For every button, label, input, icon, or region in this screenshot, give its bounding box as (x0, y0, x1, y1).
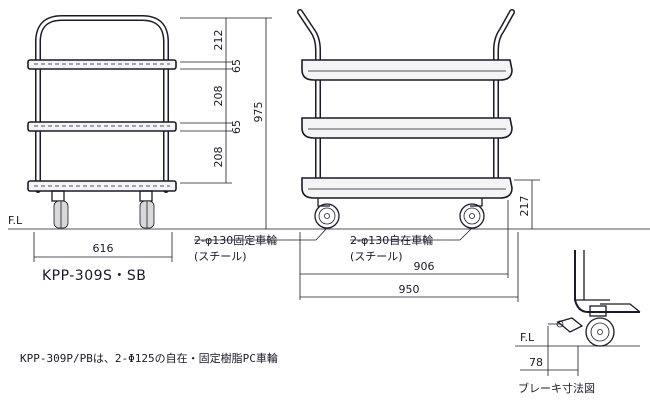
inner-length-value: 906 (414, 260, 435, 273)
height-dim-1: 212 (212, 30, 225, 51)
swivel-caster-note: (スチール) (350, 250, 403, 263)
front-clearance-dimension: 217 (514, 179, 540, 229)
model-title: KPP-309S・SB (42, 268, 146, 284)
side-shelf-bottom (27, 180, 177, 192)
front-inner-length: 906 (299, 200, 509, 300)
height-dim-3: 208 (212, 86, 225, 107)
front-shelf-bottom (301, 177, 513, 199)
height-dim-5: 208 (212, 147, 225, 168)
side-handle-frame (35, 15, 169, 193)
front-caster-fixed (314, 198, 340, 229)
swivel-caster-callout: 2-φ130自在車輪 (スチール) (350, 227, 473, 263)
side-caster-right (139, 190, 155, 229)
clearance-value: 217 (518, 196, 531, 217)
side-shelf-middle (27, 121, 177, 132)
brake-caption: ブレーキ寸法図 (518, 381, 595, 395)
side-height-dimensions: 212 65 208 65 208 (180, 17, 243, 184)
front-total-length: 950 (300, 232, 519, 302)
fixed-caster-label: 2-φ130固定車輪 (194, 233, 277, 247)
width-value: 616 (93, 242, 114, 255)
front-view: 217 2-φ130固定車輪 (スチール) 2-φ130自在車輪 (スチール) … (194, 9, 540, 302)
side-width-dimension: 616 (33, 232, 173, 262)
total-height-value: 975 (252, 102, 265, 123)
brake-detail: F.L 78 ブレーキ寸法図 (515, 250, 641, 395)
swivel-caster-label: 2-φ130自在車輪 (350, 233, 433, 247)
floor-line: F.L (8, 214, 650, 230)
fixed-caster-callout: 2-φ130固定車輪 (スチール) (194, 227, 328, 263)
front-caster-swivel (459, 198, 485, 229)
front-post-right (493, 9, 515, 193)
front-post-left (297, 9, 321, 193)
front-shelf-top (301, 59, 513, 81)
side-shelf-top (27, 59, 177, 70)
footnote: KPP-309P/PBは、2-Φ125の自在・固定樹脂PC車輪 (20, 351, 278, 365)
side-caster-left (51, 190, 69, 229)
side-view: 212 65 208 65 208 975 F.L 616 KPP-309S・S… (8, 15, 650, 284)
brake-floor-label: F.L (520, 331, 535, 344)
height-dim-4: 65 (230, 120, 243, 134)
height-dim-2: 65 (230, 59, 243, 73)
side-total-height: 975 (232, 17, 272, 229)
fixed-caster-note: (スチール) (194, 250, 247, 263)
floor-label: F.L (8, 214, 23, 227)
front-shelf-middle (301, 117, 513, 139)
brake-offset-value: 78 (529, 356, 543, 369)
total-length-value: 950 (399, 283, 420, 296)
